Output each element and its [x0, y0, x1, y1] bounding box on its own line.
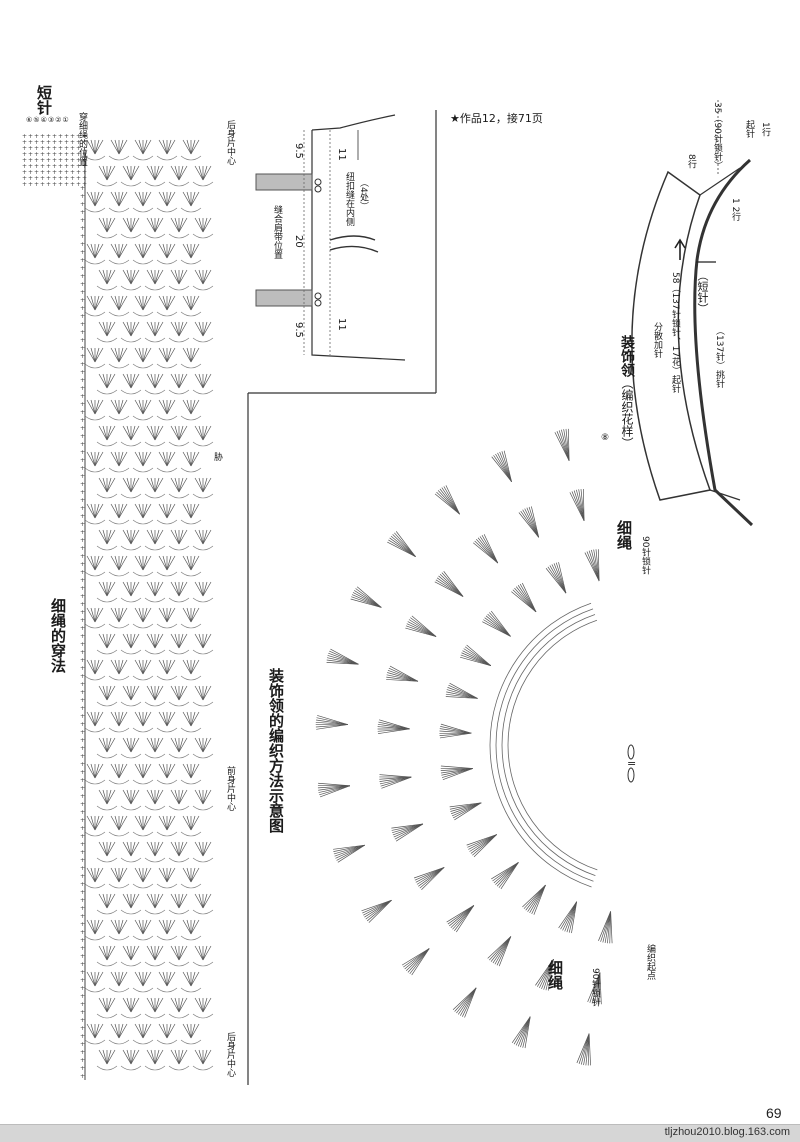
rope-top-label: 细绳 — [616, 520, 631, 550]
collar-fan — [585, 549, 599, 581]
collar-fan — [378, 720, 410, 734]
collar-fan — [333, 845, 365, 862]
collar-fan — [491, 862, 518, 889]
legend-equals: = — [627, 757, 636, 770]
collar-band — [496, 609, 593, 881]
collar-fan — [570, 489, 584, 521]
collar-band — [490, 603, 592, 887]
collar-fan — [386, 666, 418, 681]
collar-fan — [453, 988, 476, 1018]
collar-fan — [519, 506, 539, 537]
collar-fan — [435, 485, 460, 514]
circled-row-top: ⑧ — [601, 433, 609, 443]
collar-fan — [522, 885, 545, 915]
collar-fan — [546, 562, 566, 593]
collar-fan — [387, 531, 415, 556]
collar-fan — [460, 645, 491, 666]
collar-fan — [488, 937, 511, 967]
collar-fan — [435, 571, 463, 596]
collar-fan — [482, 611, 510, 636]
collar-fan — [598, 911, 612, 943]
collar-fan — [512, 1017, 530, 1048]
collar-chart-title: 装饰领的编织方法示意图 — [268, 668, 283, 833]
collar-fan — [492, 451, 512, 482]
chain-90-top-label: 90针锁针 — [640, 536, 649, 574]
collar-band — [508, 620, 597, 870]
collar-band — [502, 615, 595, 876]
collar-fan — [379, 775, 411, 789]
collar-fan — [391, 824, 423, 841]
collar-fan — [318, 783, 350, 797]
page-number: 69 — [766, 1105, 782, 1121]
collar-fan — [441, 766, 473, 780]
collar-fan — [473, 534, 498, 563]
collar-fan — [439, 724, 471, 738]
collar-fan — [555, 429, 569, 461]
rope-bottom-label: 细绳 — [547, 960, 562, 990]
collar-fan — [402, 949, 429, 976]
collar-fan — [577, 1034, 591, 1066]
collar-fan — [467, 835, 497, 857]
collar-fan — [414, 867, 444, 889]
collar-fan — [351, 587, 382, 608]
footer-url: tljzhou2010.blog.163.com — [665, 1126, 790, 1138]
collar-fan — [405, 616, 436, 637]
collar-fan — [511, 583, 536, 612]
collar-fan — [447, 905, 474, 932]
collar-fan — [327, 649, 359, 664]
collar-fan — [559, 902, 577, 933]
collar-fan — [450, 803, 482, 820]
chain-90-bottom-label: 90针锁针 — [590, 968, 599, 1006]
collar-fan — [316, 715, 348, 729]
start-point-label: 编织起点 — [645, 944, 654, 980]
collar-fan — [362, 900, 392, 922]
collar-fan — [446, 683, 478, 698]
